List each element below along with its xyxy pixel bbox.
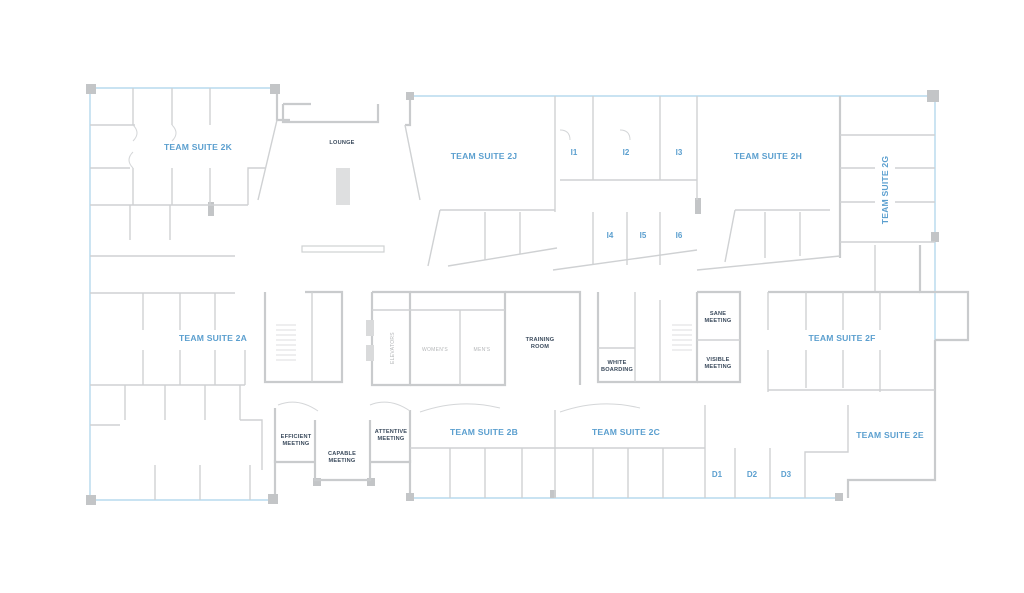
team-suite-2h-label: TEAM SUITE 2H bbox=[734, 151, 802, 161]
team-suite-2g-label: TEAM SUITE 2G bbox=[880, 156, 890, 225]
training-room-label-line1: TRAINING bbox=[526, 337, 555, 343]
womens-restroom-label: WOMEN'S bbox=[422, 347, 448, 353]
training-room-label-line2: ROOM bbox=[531, 344, 549, 350]
team-suite-2e-label: TEAM SUITE 2E bbox=[856, 430, 924, 440]
bottom-suites-walls bbox=[410, 403, 849, 498]
exterior-walls bbox=[89, 87, 970, 501]
team-suite-2c-label: TEAM SUITE 2C bbox=[592, 427, 660, 437]
bottom-meeting-walls bbox=[273, 401, 412, 482]
office-i1-label: I1 bbox=[571, 148, 578, 157]
capable-meeting-label-line2: MEETING bbox=[329, 458, 356, 464]
suite-2k-walls bbox=[90, 88, 265, 206]
visible-meeting-label-line1: VISIBLE bbox=[706, 357, 729, 363]
structural-columns bbox=[86, 84, 939, 505]
team-suite-2a-label: TEAM SUITE 2A bbox=[179, 333, 247, 343]
visible-meeting-label-line2: MEETING bbox=[705, 364, 732, 370]
lounge-label: LOUNGE bbox=[329, 140, 354, 146]
team-suite-2b-label: TEAM SUITE 2B bbox=[450, 427, 518, 437]
white-boarding-label-line2: BOARDING bbox=[601, 367, 633, 373]
office-i4-label: I4 bbox=[607, 231, 614, 240]
efficient-meeting-label-line1: EFFICIENT bbox=[281, 434, 312, 440]
sane-meeting-label-line1: SANE bbox=[710, 311, 726, 317]
office-i3-label: I3 bbox=[676, 148, 683, 157]
team-suite-2f-label: TEAM SUITE 2F bbox=[808, 333, 875, 343]
i-offices-walls bbox=[552, 96, 698, 271]
suite-2j-walls bbox=[427, 96, 558, 267]
suite-2f-walls bbox=[767, 290, 935, 392]
attentive-meeting-label-line1: ATTENTIVE bbox=[375, 429, 408, 435]
office-i2-label: I2 bbox=[623, 148, 630, 157]
team-suite-2j-label: TEAM SUITE 2J bbox=[451, 151, 518, 161]
office-d1-label: D1 bbox=[712, 470, 723, 479]
mens-restroom-label: MEN'S bbox=[474, 347, 491, 353]
lounge-area bbox=[257, 119, 421, 253]
efficient-meeting-label-line2: MEETING bbox=[283, 441, 310, 447]
suite-2a-walls bbox=[90, 205, 263, 500]
white-boarding-label-line1: WHITE bbox=[607, 360, 626, 366]
building-core bbox=[263, 290, 742, 387]
suite-2h-2g-walls bbox=[696, 134, 935, 292]
office-i5-label: I5 bbox=[640, 231, 647, 240]
team-suite-2k-label: TEAM SUITE 2K bbox=[164, 142, 233, 152]
office-d2-label: D2 bbox=[747, 470, 758, 479]
office-d3-label: D3 bbox=[781, 470, 792, 479]
elevators-label: ELEVATORS bbox=[390, 332, 396, 364]
office-i6-label: I6 bbox=[676, 231, 683, 240]
attentive-meeting-label-line2: MEETING bbox=[378, 436, 405, 442]
capable-meeting-label-line1: CAPABLE bbox=[328, 451, 356, 457]
sane-meeting-label-line2: MEETING bbox=[705, 318, 732, 324]
